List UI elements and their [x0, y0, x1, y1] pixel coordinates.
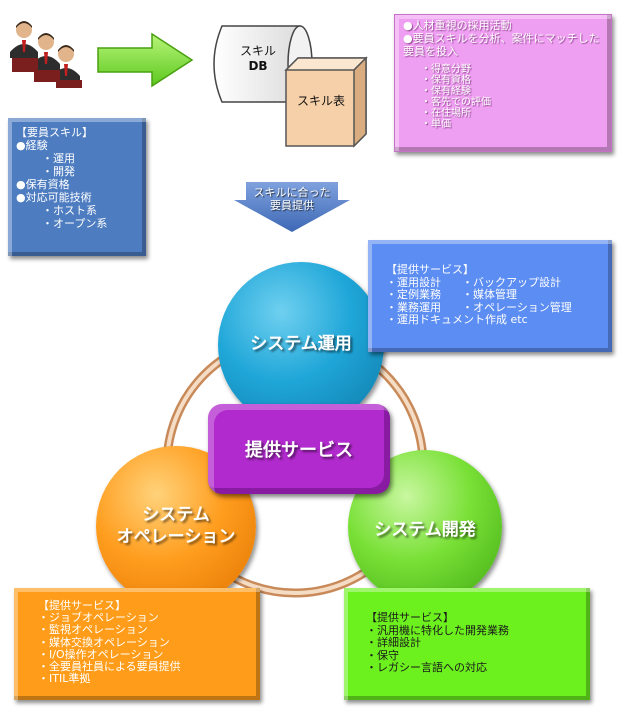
services-row: ・定例業務 ・媒体管理	[386, 288, 572, 302]
info-sub-item: ・在住場所	[421, 108, 471, 119]
service-item: ・運用設計	[386, 275, 441, 289]
system-development-services-list: 【提供サービス】 ・汎用機に特化した開発業務 ・詳細設計 ・保守 ・レガシー言語…	[366, 611, 509, 675]
system-development-label: システム開発	[374, 519, 476, 540]
system-operation-services-list: 【提供サービス】 ・ジョブオペレーション ・監視オペレーション ・媒体交換オペレ…	[38, 599, 181, 686]
system-operation-label: システム オペレーション	[117, 504, 236, 548]
info-line-2: ●要員スキルを分析、案件にマッチした要員を投入	[403, 32, 600, 58]
skill-table-sheet	[284, 56, 368, 148]
service-item: ・監視オペレーション	[38, 623, 148, 637]
db-label-line-1: スキル	[239, 44, 276, 58]
system-operations-label: システム運用	[250, 333, 352, 354]
services-title: 【提供サービス】	[386, 263, 474, 276]
skill-db-label: スキル DB	[228, 44, 288, 74]
system-operations-circle: システム運用	[218, 262, 384, 428]
operation-label-line-1: システム	[142, 505, 210, 525]
staff-skill-item: ●保有資格	[16, 178, 70, 191]
service-item: ・ジョブオペレーション	[38, 611, 159, 625]
service-item: ・詳細設計	[366, 636, 421, 649]
db-label-line-2: DB	[248, 59, 268, 73]
staff-skill-item: ●経験	[16, 139, 48, 152]
service-item: ・運用ドキュメント作成 etc	[386, 313, 528, 326]
recruitment-info-box: ●人材重視の採用活動 ●要員スキルを分析、案件にマッチした要員を投入 ・得意分野…	[394, 14, 612, 152]
system-operation-services-box: 【提供サービス】 ・ジョブオペレーション ・監視オペレーション ・媒体交換オペレ…	[14, 588, 260, 700]
service-item: ・ITIL準拠	[38, 672, 91, 686]
service-item: ・全要員社員による要員提供	[38, 660, 181, 674]
service-item: ・保守	[366, 648, 399, 662]
service-item: ・業務運用	[386, 300, 441, 314]
right-arrow-icon	[97, 32, 194, 88]
info-sub-item: ・客先での評価	[421, 97, 491, 108]
service-item: ・バックアップ設計	[462, 275, 561, 289]
service-item: ・媒体交換オペレーション	[38, 635, 170, 649]
staff-skill-item: ・ホスト系	[42, 204, 97, 217]
info-sub-item: ・保有資格	[421, 75, 471, 86]
info-sub-list: ・得意分野 ・保有資格 ・保有経験 ・客先での評価 ・在住場所 ・単価	[395, 58, 611, 130]
staff-skills-box: 【要員スキル】 ●経験 ・運用 ・開発 ●保有資格 ●対応可能技術 ・ホスト系 …	[8, 118, 146, 256]
service-item: ・レガシー言語への対応	[366, 661, 487, 674]
service-item: ・媒体管理	[462, 288, 517, 301]
services-row: ・業務運用 ・オペレーション管理	[386, 300, 572, 315]
skill-table-label: スキル表	[296, 94, 345, 108]
system-ops-services-box: 【提供サービス】 ・運用設計 ・バックアップ設計 ・定例業務 ・媒体管理 ・業務運用…	[368, 240, 612, 352]
staff-skill-item: ・運用	[42, 152, 75, 165]
provided-services-center: 提供サービス	[208, 404, 390, 494]
provided-services-label: 提供サービス	[245, 440, 353, 461]
service-item: ・オペレーション管理	[462, 300, 572, 314]
info-sub-item: ・得意分野	[421, 64, 471, 75]
staff-skills-title: 【要員スキル】	[16, 126, 93, 139]
down-label-line-2: 要員提供	[270, 199, 314, 212]
service-item: ・定例業務	[386, 288, 441, 301]
down-label-line-1: スキルに合った	[253, 186, 331, 199]
info-sub-item: ・単価	[421, 119, 451, 130]
operation-label-line-2: オペレーション	[116, 527, 236, 547]
system-development-services-box: 【提供サービス】 ・汎用機に特化した開発業務 ・詳細設計 ・保守 ・レガシー言語…	[344, 588, 590, 700]
staff-provision-label: スキルに合った 要員提供	[244, 186, 340, 212]
services-row: ・運用設計 ・バックアップ設計	[386, 275, 572, 290]
staff-group-icon	[10, 21, 82, 88]
staff-skill-item: ●対応可能技術	[16, 191, 92, 204]
system-ops-services-list: 【提供サービス】 ・運用設計 ・バックアップ設計 ・定例業務 ・媒体管理 ・業務運用…	[386, 263, 572, 327]
services-title: 【提供サービス】	[38, 599, 126, 612]
service-item: ・汎用機に特化した開発業務	[366, 623, 509, 637]
down-arrow-icon	[234, 182, 350, 232]
staff-skill-item: ・オープン系	[42, 217, 108, 230]
services-row: ・運用ドキュメント作成 etc	[386, 313, 572, 327]
system-development-circle: システム開発	[348, 450, 502, 604]
info-sub-item: ・保有経験	[421, 86, 471, 97]
service-item: ・I/O操作オペレーション	[38, 647, 164, 661]
staff-skill-item: ・開発	[42, 165, 75, 178]
info-line-1: ●人材重視の採用活動	[403, 19, 512, 32]
services-title: 【提供サービス】	[366, 611, 454, 624]
